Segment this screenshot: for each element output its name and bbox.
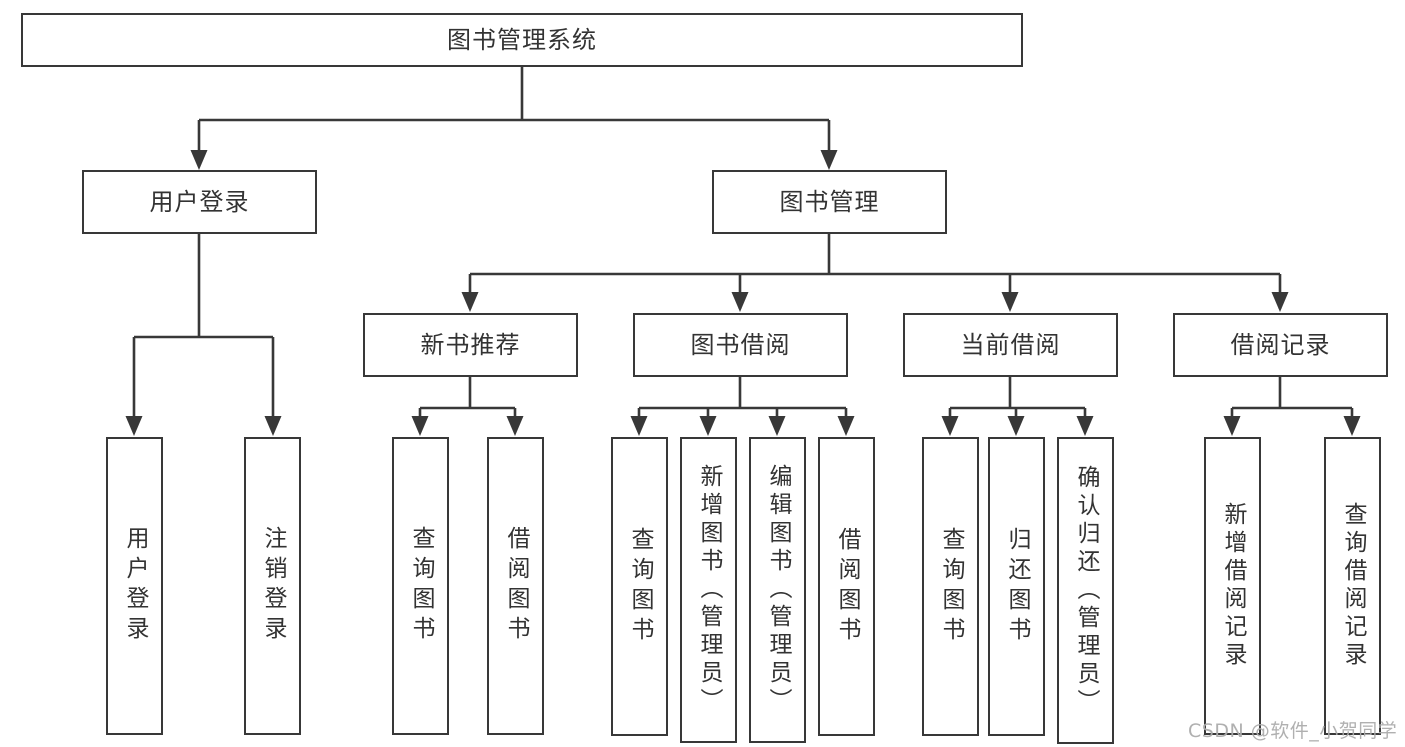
node-leaf-bb-edit-books-admin: 编辑图书（管理员） — [749, 437, 806, 743]
node-leaf-user-login: 用户登录 — [106, 437, 163, 735]
node-leaf-bb-query-books: 查询图书 — [611, 437, 668, 736]
node-leaf-bb-borrow-books: 借阅图书 — [818, 437, 875, 736]
node-book-borrowing: 图书借阅 — [633, 313, 848, 377]
node-leaf-br-add-record: 新增借阅记录 — [1204, 437, 1261, 735]
node-root: 图书管理系统 — [21, 13, 1023, 67]
node-leaf-nbr-query-books: 查询图书 — [392, 437, 449, 735]
node-borrowing-records: 借阅记录 — [1173, 313, 1388, 377]
node-leaf-cb-confirm-return-admin: 确认归还（管理员） — [1057, 437, 1114, 744]
arrowheads — [125, 150, 1361, 436]
node-book-management-branch: 图书管理 — [712, 170, 947, 234]
node-leaf-logout: 注销登录 — [244, 437, 301, 735]
csdn-watermark: CSDN @软件_小贺同学 — [1188, 720, 1398, 742]
node-leaf-br-query-record: 查询借阅记录 — [1324, 437, 1381, 735]
node-leaf-cb-return-books: 归还图书 — [988, 437, 1045, 736]
node-new-book-recommendation: 新书推荐 — [363, 313, 578, 377]
node-user-login-branch: 用户登录 — [82, 170, 317, 234]
node-leaf-nbr-borrow-books: 借阅图书 — [487, 437, 544, 735]
node-leaf-bb-add-books-admin: 新增图书（管理员） — [680, 437, 737, 743]
node-leaf-cb-query-books: 查询图书 — [922, 437, 979, 736]
node-current-borrowing: 当前借阅 — [903, 313, 1118, 377]
